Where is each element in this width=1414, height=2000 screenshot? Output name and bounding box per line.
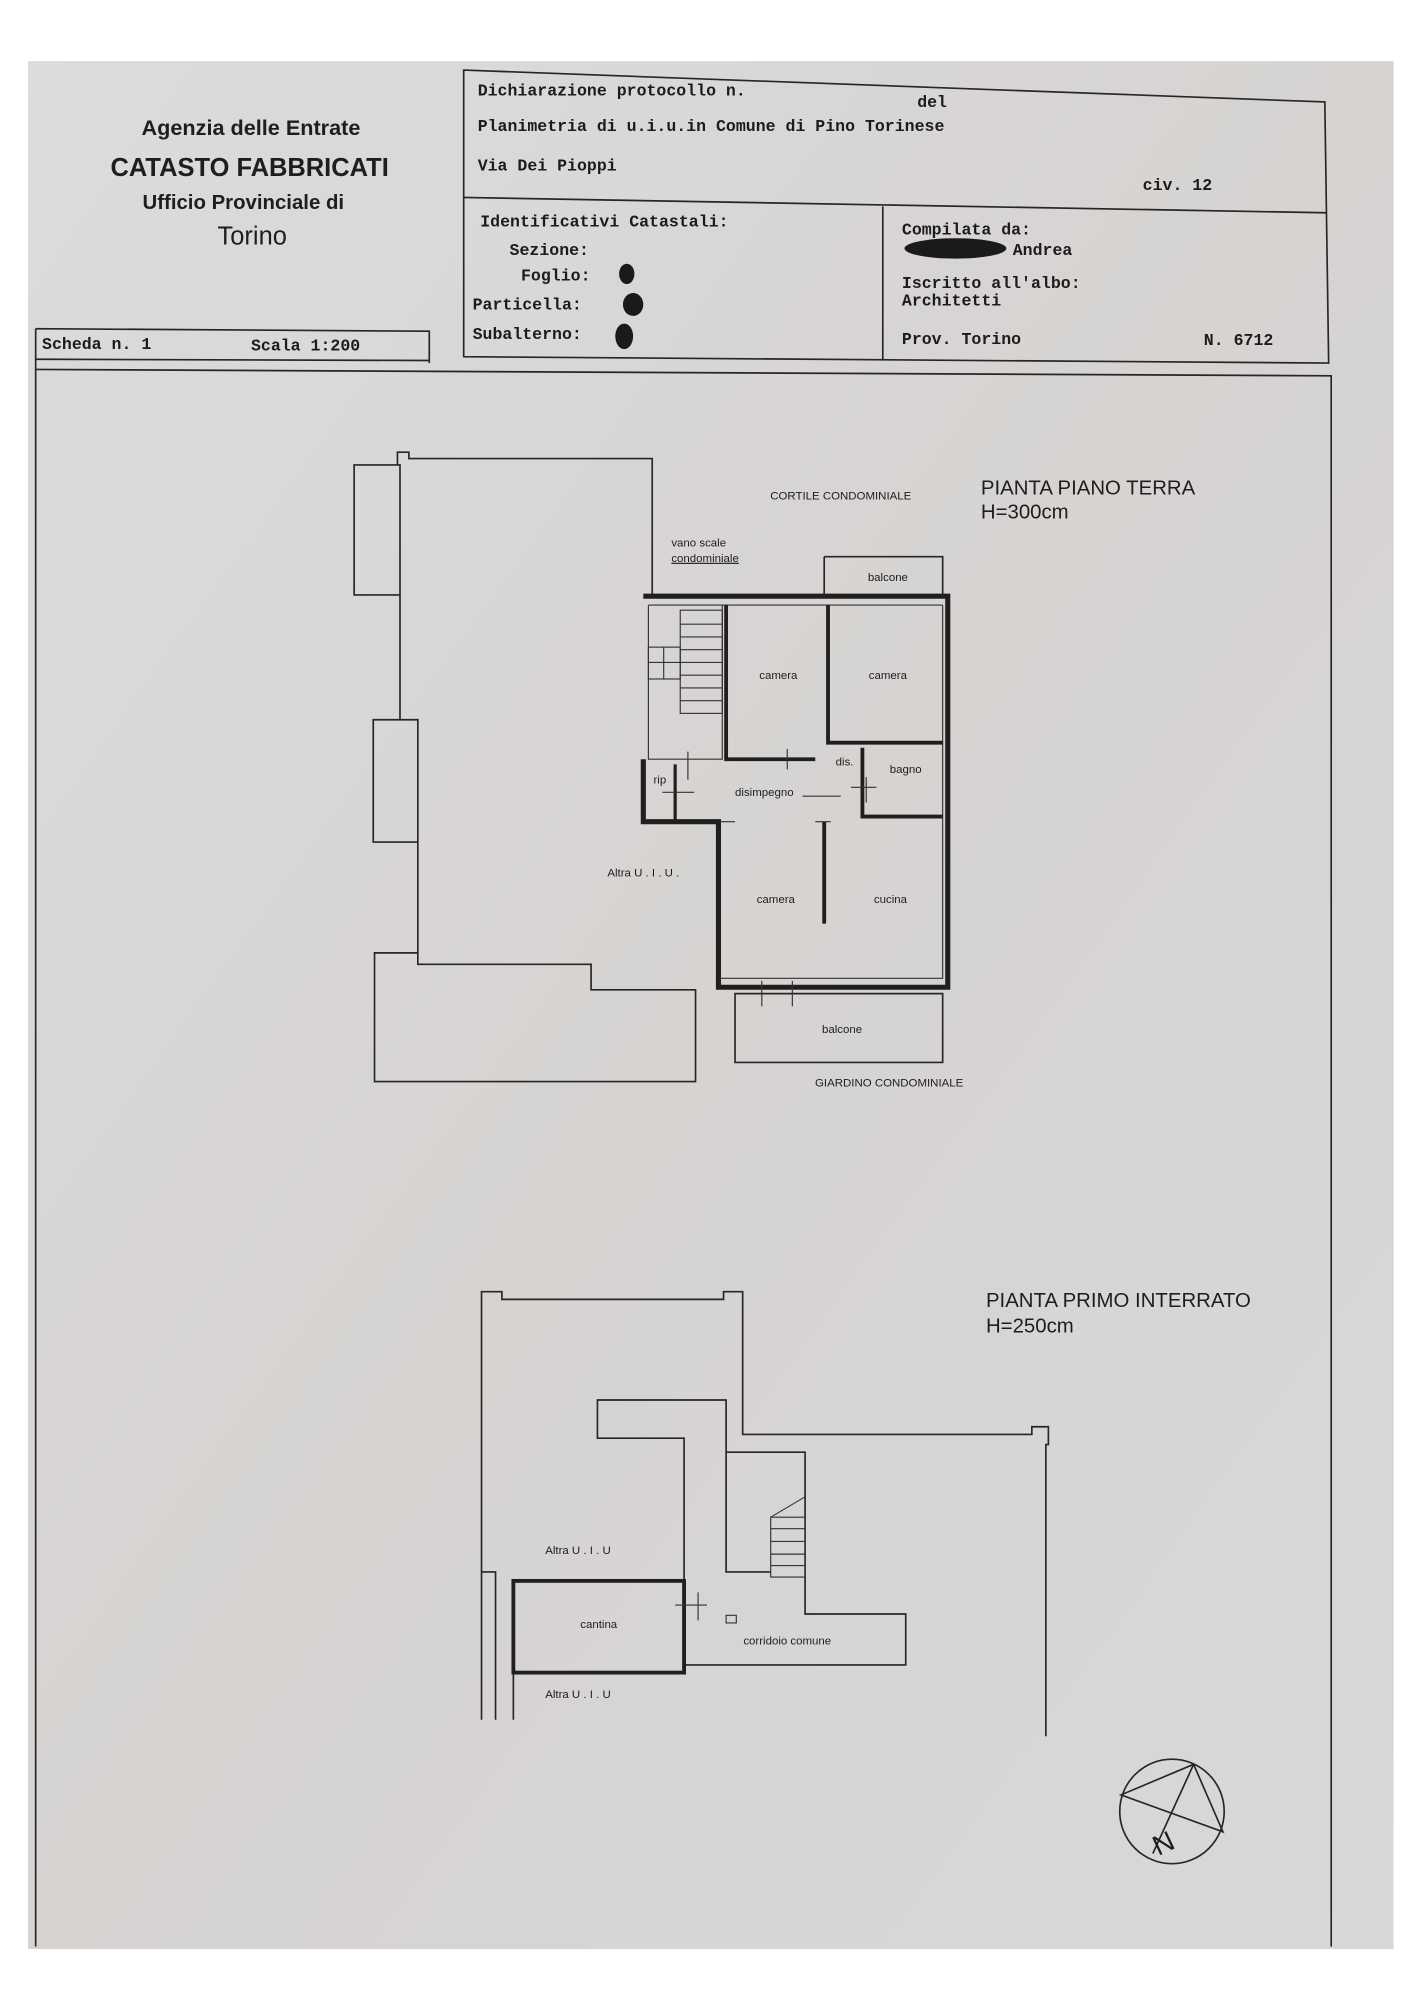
declaration-box: Dichiarazione protocollo n. del Planimet… <box>462 69 1330 364</box>
stair-label-1: vano scale <box>671 538 726 550</box>
basement-altra-uiu-2: Altra U . I . U <box>545 1689 611 1701</box>
room-balcone-north: balcone <box>868 572 908 584</box>
date-label: del <box>917 93 947 112</box>
subalterno-label: Subalterno: <box>473 325 582 344</box>
compiler-name: Andrea <box>1013 241 1073 260</box>
scale: Scala 1:200 <box>251 336 360 355</box>
office-header: Agenzia delle Entrate CATASTO FABBRICATI… <box>111 115 389 251</box>
protocol-label: Dichiarazione protocollo n. <box>478 82 746 101</box>
paper <box>28 61 1394 1950</box>
redacted-foglio <box>619 263 635 285</box>
ground-floor-plan: CORTILE CONDOMINIALE PIANTA PIANO TERRA … <box>353 451 1196 1090</box>
province: Prov. Torino <box>902 330 1021 349</box>
basement-height: H=250cm <box>986 1315 1074 1337</box>
basement-altra-uiu-1: Altra U . I . U <box>545 1545 611 1557</box>
garden-label: GIARDINO CONDOMINIALE <box>815 1078 964 1090</box>
room-cucina: cucina <box>874 894 908 906</box>
room-camera-3: camera <box>757 894 796 906</box>
room-cantina: cantina <box>580 1619 618 1631</box>
room-balcone-south: balcone <box>822 1024 862 1036</box>
stair-label-2: condominiale <box>671 553 739 565</box>
albo-value: Architetti <box>902 292 1001 311</box>
cantina-walls <box>511 1578 686 1675</box>
ground-floor-height: H=300cm <box>981 501 1069 523</box>
plan-title: Planimetria di u.i.u.in Comune di Pino T… <box>478 117 945 136</box>
basement-plan: PIANTA PRIMO INTERRATO H=250cm Altra U .… <box>480 1290 1251 1737</box>
room-rip: rip <box>653 774 666 786</box>
sheet-box: Scheda n. 1 Scala 1:200 <box>34 327 431 1947</box>
room-camera-1: camera <box>759 670 798 682</box>
registry-name: CATASTO FABBRICATI <box>111 154 389 182</box>
stair-symbol <box>647 609 723 714</box>
identifiers-title: Identificativi Catastali: <box>480 213 728 232</box>
particella-label: Particella: <box>473 296 582 315</box>
office-label: Ufficio Provinciale di <box>143 192 345 214</box>
room-bagno: bagno <box>890 764 922 776</box>
redacted-subalterno <box>615 323 634 350</box>
agency-name: Agenzia delle Entrate <box>142 115 361 140</box>
sezione-label: Sezione: <box>510 241 589 260</box>
office-city: Torino <box>218 223 287 251</box>
redacted-surname <box>904 238 1007 259</box>
foglio-label: Foglio: <box>521 266 591 285</box>
courtyard-label: CORTILE CONDOMINIALE <box>770 490 911 502</box>
room-disimpegno: disimpegno <box>735 787 794 799</box>
room-camera-2: camera <box>869 670 908 682</box>
room-dis: dis. <box>836 757 854 769</box>
sheet-number: Scheda n. 1 <box>42 335 151 354</box>
drawing-frame <box>35 368 1333 1947</box>
basement-stair-symbol <box>770 1496 806 1578</box>
civic-number: civ. 12 <box>1143 176 1213 195</box>
street: Via Dei Pioppi <box>478 157 617 176</box>
redacted-particella <box>622 293 644 316</box>
room-corridoio-comune: corridoio comune <box>743 1636 831 1648</box>
registration-number: N. 6712 <box>1204 331 1274 350</box>
albo-label: Iscritto all'albo: <box>902 274 1081 293</box>
basement-title: PIANTA PRIMO INTERRATO <box>986 1290 1251 1312</box>
ground-floor-title: PIANTA PIANO TERRA <box>981 477 1196 499</box>
compiler-title: Compilata da: <box>902 220 1031 239</box>
room-altra-uiu: Altra U . I . U . <box>607 867 679 879</box>
